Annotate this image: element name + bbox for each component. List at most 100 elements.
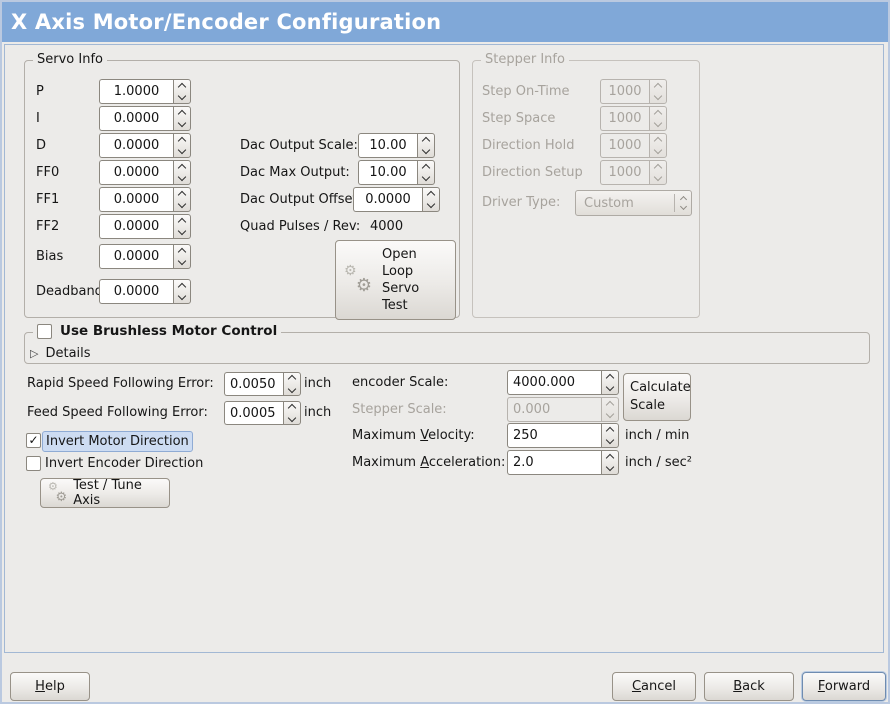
chevron-down-icon[interactable] xyxy=(177,200,187,209)
chevron-down-icon[interactable] xyxy=(287,384,297,393)
ff2-spin-buttons[interactable] xyxy=(173,214,191,239)
feed-error-spinbox[interactable]: 0.0005 xyxy=(224,401,301,425)
chevron-up-icon[interactable] xyxy=(426,190,436,199)
encoder-scale-spinbox[interactable]: 4000.000 xyxy=(507,370,619,395)
chevron-down-icon[interactable] xyxy=(177,119,187,128)
rapid-error-spin-buttons[interactable] xyxy=(283,372,301,396)
p-input[interactable]: 1.0000 xyxy=(99,79,173,104)
d-spinbox[interactable]: 0.0000 xyxy=(99,133,191,158)
chevron-down-icon[interactable] xyxy=(605,463,615,472)
cancel-button[interactable]: Cancel xyxy=(612,672,696,701)
dac-output-offset-input[interactable]: 0.0000 xyxy=(353,187,422,212)
deadband-spin-buttons[interactable] xyxy=(173,279,191,304)
bias-spinbox[interactable]: 0.0000 xyxy=(99,244,191,269)
forward-button[interactable]: Forward xyxy=(802,672,886,701)
d-input[interactable]: 0.0000 xyxy=(99,133,173,158)
ff2-input[interactable]: 0.0000 xyxy=(99,214,173,239)
chevron-up-icon[interactable] xyxy=(177,247,187,256)
bias-input[interactable]: 0.0000 xyxy=(99,244,173,269)
rapid-error-input[interactable]: 0.0050 xyxy=(224,372,283,396)
p-spin-buttons[interactable] xyxy=(173,79,191,104)
chevron-down-icon[interactable] xyxy=(421,173,431,182)
feed-error-input[interactable]: 0.0005 xyxy=(224,401,283,425)
test-tune-axis-button[interactable]: ⚙ ⚙ Test / Tune Axis xyxy=(40,478,170,508)
chevron-up-icon[interactable] xyxy=(421,163,431,172)
max-velocity-spinbox[interactable]: 250 xyxy=(507,423,619,448)
invert-motor-checkbox[interactable]: ✓ xyxy=(26,433,41,448)
chevron-down-icon[interactable] xyxy=(177,292,187,301)
chevron-down-icon[interactable] xyxy=(177,146,187,155)
dac-max-output-input[interactable]: 10.00 xyxy=(358,160,417,185)
chevron-up-icon[interactable] xyxy=(177,109,187,118)
chevron-up-icon[interactable] xyxy=(605,426,615,435)
chevron-down-icon[interactable] xyxy=(177,257,187,266)
invert-encoder-checkbox[interactable] xyxy=(26,456,41,471)
open-loop-servo-test-button[interactable]: ⚙ ⚙ Open Loop Servo Test xyxy=(335,240,456,320)
chevron-up-icon[interactable] xyxy=(177,163,187,172)
expander-triangle-icon[interactable]: ▷ xyxy=(30,346,39,360)
i-spinbox[interactable]: 0.0000 xyxy=(99,106,191,131)
chevron-up-icon[interactable] xyxy=(177,82,187,91)
max-acceleration-input[interactable]: 2.0 xyxy=(507,450,601,475)
chevron-up-icon[interactable] xyxy=(177,282,187,291)
chevron-up-icon[interactable] xyxy=(421,136,431,145)
max-acceleration-spin-buttons[interactable] xyxy=(601,450,619,475)
back-button[interactable]: Back xyxy=(704,672,794,701)
rapid-error-spinbox[interactable]: 0.0050 xyxy=(224,372,301,396)
chevron-up-icon[interactable] xyxy=(605,373,615,382)
dac-output-scale-input[interactable]: 10.00 xyxy=(358,133,417,158)
chevron-up-icon[interactable] xyxy=(177,190,187,199)
d-spin-buttons[interactable] xyxy=(173,133,191,158)
use-brushless-checkbox[interactable] xyxy=(37,323,52,339)
ff1-spinbox[interactable]: 0.0000 xyxy=(99,187,191,212)
chevron-down-icon[interactable] xyxy=(287,413,297,422)
chevron-down-icon[interactable] xyxy=(177,92,187,101)
stepper-scale-spinbox: 0.000 xyxy=(507,397,619,422)
chevron-up-icon[interactable] xyxy=(177,217,187,226)
chevron-down-icon[interactable] xyxy=(605,436,615,445)
chevron-up-icon[interactable] xyxy=(287,404,297,413)
p-spinbox[interactable]: 1.0000 xyxy=(99,79,191,104)
i-input[interactable]: 0.0000 xyxy=(99,106,173,131)
max-acceleration-spinbox[interactable]: 2.0 xyxy=(507,450,619,475)
dac-output-offset-spin-buttons[interactable] xyxy=(422,187,440,212)
max-velocity-spin-buttons[interactable] xyxy=(601,423,619,448)
details-expander[interactable]: ▷ Details xyxy=(30,344,91,362)
chevron-up-icon xyxy=(653,163,663,172)
chevron-up-icon[interactable] xyxy=(287,375,297,384)
direction-hold-spin-buttons xyxy=(649,133,667,158)
chevron-down-icon[interactable] xyxy=(177,227,187,236)
ff0-spin-buttons[interactable] xyxy=(173,160,191,185)
calculate-scale-button[interactable]: Calculate Scale xyxy=(623,373,691,421)
ff2-spinbox[interactable]: 0.0000 xyxy=(99,214,191,239)
step-on-time-spinbox: 1000 xyxy=(600,79,667,104)
max-velocity-input[interactable]: 250 xyxy=(507,423,601,448)
encoder-scale-spin-buttons[interactable] xyxy=(601,370,619,395)
invert-encoder-label[interactable]: Invert Encoder Direction xyxy=(45,456,204,471)
chevron-down-icon[interactable] xyxy=(177,173,187,182)
ff0-input[interactable]: 0.0000 xyxy=(99,160,173,185)
chevron-down-icon[interactable] xyxy=(426,200,436,209)
dac-max-output-spin-buttons[interactable] xyxy=(417,160,435,185)
help-button[interactable]: Help xyxy=(10,672,90,701)
ff0-spinbox[interactable]: 0.0000 xyxy=(99,160,191,185)
bias-spin-buttons[interactable] xyxy=(173,244,191,269)
deadband-input[interactable]: 0.0000 xyxy=(99,279,173,304)
ff1-input[interactable]: 0.0000 xyxy=(99,187,173,212)
i-spin-buttons[interactable] xyxy=(173,106,191,131)
rapid-error-unit: inch xyxy=(304,376,332,391)
ff1-spin-buttons[interactable] xyxy=(173,187,191,212)
chevron-down-icon[interactable] xyxy=(421,146,431,155)
chevron-up-icon[interactable] xyxy=(177,136,187,145)
invert-motor-label[interactable]: Invert Motor Direction xyxy=(42,431,193,452)
dac-output-scale-spinbox[interactable]: 10.00 xyxy=(358,133,435,158)
dac-max-output-spinbox[interactable]: 10.00 xyxy=(358,160,435,185)
dac-output-scale-spin-buttons[interactable] xyxy=(417,133,435,158)
deadband-spinbox[interactable]: 0.0000 xyxy=(99,279,191,304)
chevron-up-icon[interactable] xyxy=(605,453,615,462)
encoder-scale-input[interactable]: 4000.000 xyxy=(507,370,601,395)
dac-output-offset-spinbox[interactable]: 0.0000 xyxy=(353,187,440,212)
ff1-label: FF1 xyxy=(36,192,60,207)
chevron-down-icon[interactable] xyxy=(605,383,615,392)
feed-error-spin-buttons[interactable] xyxy=(283,401,301,425)
